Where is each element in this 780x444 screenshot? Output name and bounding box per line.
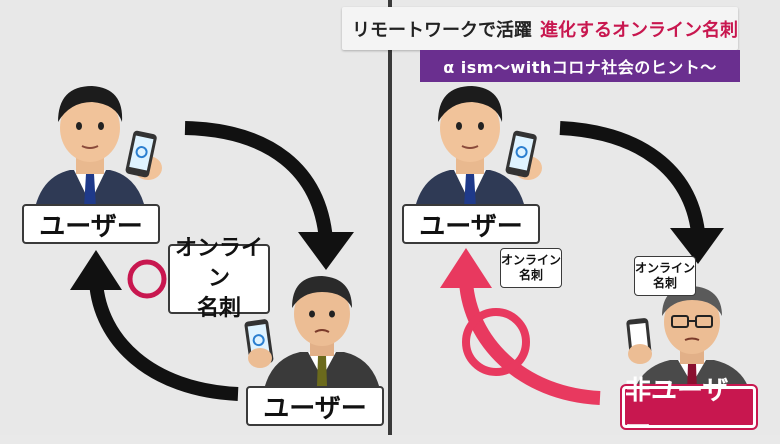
panel-divider	[388, 0, 392, 435]
subtitle-text: α ism～withコロナ社会のヒント～	[443, 58, 717, 77]
right-online-card-label-b: オンライン 名刺	[634, 256, 696, 296]
arrow-top-to-bottom-left	[184, 121, 333, 241]
right-online-card-label-a: オンライン 名刺	[500, 248, 562, 288]
non-user-label: 非ユーザー	[622, 376, 756, 443]
arrow-bottom-to-top-left	[89, 281, 239, 401]
circle-mark-left	[127, 259, 167, 299]
arrow-nonuser-to-user	[459, 281, 601, 405]
left-user-bottom-label: ユーザー	[246, 386, 384, 426]
left-user-top-label: ユーザー	[22, 204, 160, 244]
title-pink: 進化するオンライン名刺	[540, 19, 738, 41]
circle-mark-right	[462, 308, 530, 376]
user-avatar-top-right	[411, 85, 542, 229]
subtitle-banner: α ism～withコロナ社会のヒント～	[420, 50, 740, 82]
arrow-user-to-nonuser	[559, 121, 705, 234]
user-avatar-top-left	[31, 85, 162, 229]
infographic: リモートワークで活躍 進化するオンライン名刺 α ism～withコロナ社会のヒ…	[22, 0, 756, 443]
title-banner: リモートワークで活躍 進化するオンライン名刺	[342, 7, 738, 50]
left-online-card-label: オンライン 名刺	[168, 236, 270, 321]
right-user-top-label: ユーザー	[402, 204, 540, 244]
title-black: リモートワークで活躍	[352, 19, 532, 41]
